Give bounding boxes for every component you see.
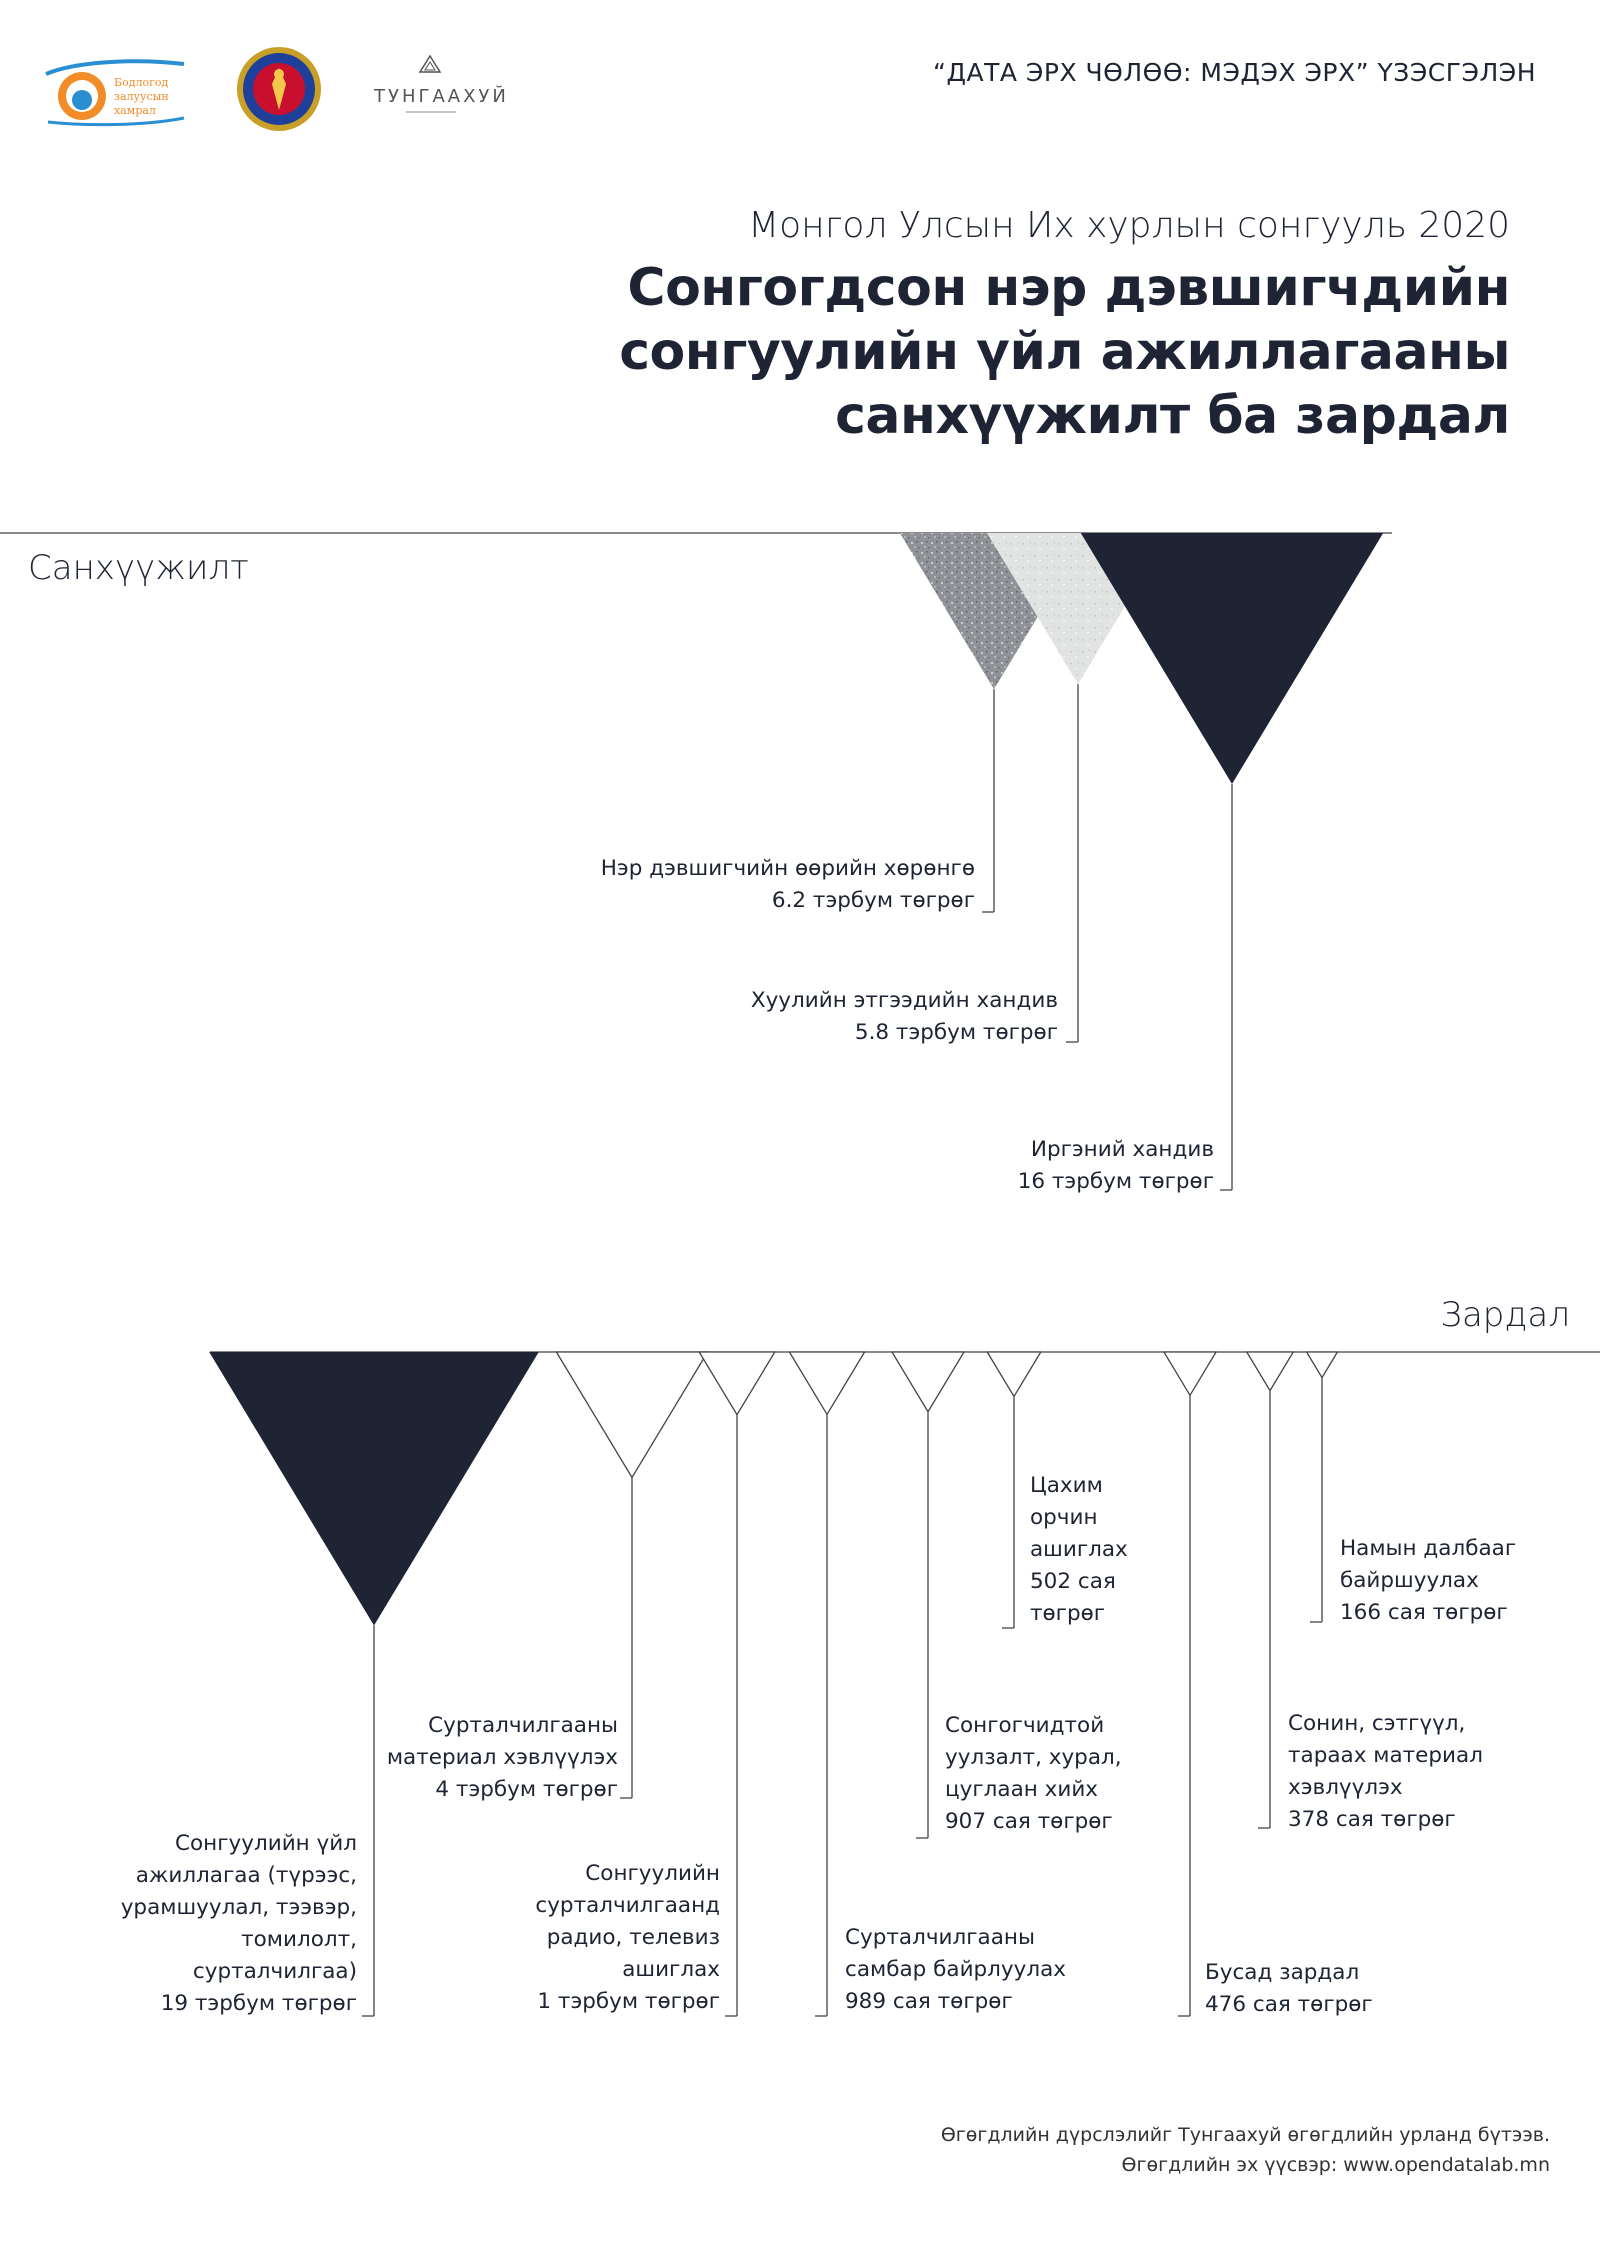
- expense-label-other: Бусад зардал 476 сая төгрөг: [1205, 1957, 1373, 2021]
- funding-label-citizen-name: Иргэний хандив: [1030, 1137, 1214, 1162]
- expense-triangle-1: [555, 1351, 709, 1479]
- footer-credits: Өгөгдлийн дүрслэлийг Тунгаахуй өгөгдлийн…: [941, 2120, 1550, 2180]
- funding-label-citizen: Иргэний хандив 16 тэрбум төгрөг: [1018, 1134, 1214, 1198]
- footer-line-1: Өгөгдлийн дүрслэлийг Тунгаахуй өгөгдлийн…: [940, 2124, 1550, 2146]
- chart-title: Сонгогдсон нэр дэвшигчдийн сонгуулийн үй…: [310, 256, 1510, 448]
- expense-label-billboards: Сурталчилгааны самбар байрлуулах 989 сая…: [845, 1922, 1066, 2018]
- expense-label-voter-meetings: Сонгогчидтой уулзалт, хурал, цуглаан хий…: [945, 1710, 1122, 1838]
- logo-text-2: залуусын: [114, 90, 169, 103]
- expense-label-newspapers: Сонин, сэтгүүл, тараах материал хэвлүүлэ…: [1288, 1708, 1483, 1836]
- tungaakhui-logo-text: ТУНГААХУЙ: [373, 85, 509, 107]
- chart-subtitle: Монгол Улсын Их хурлын сонгууль 2020: [748, 205, 1510, 246]
- bodlogod-zaluusyn-khamral-logo: Бодлогод залуусын хамрал: [45, 59, 185, 127]
- expense-triangle-4: [890, 1351, 966, 1414]
- expense-label-amount: 989 сая төгрөг: [845, 1989, 1013, 2014]
- expense-label-line: Сурталчилгааны: [845, 1925, 1035, 1950]
- expense-label-amount: 378 сая төгрөг: [1288, 1807, 1456, 1832]
- expense-label-amount: 476 сая төгрөг: [1205, 1992, 1373, 2017]
- expense-label-line: урамшуулал, тээвэр,: [120, 1895, 357, 1920]
- expense-label-line: байршуулах: [1340, 1568, 1479, 1593]
- expense-label-digital: Цахим орчин ашиглах 502 сая төгрөг: [1030, 1470, 1128, 1630]
- expense-label-line: орчин: [1030, 1505, 1098, 1530]
- expense-triangle-3: [788, 1351, 866, 1416]
- tungaakhui-logo: ТУНГААХУЙ: [373, 54, 509, 113]
- expense-label-line: Сонин, сэтгүүл,: [1288, 1711, 1466, 1736]
- expense-label-amount: 19 тэрбум төгрөг: [160, 1991, 357, 2016]
- footer-line-2: Өгөгдлийн эх үүсвэр: www.opendatalab.mn: [1121, 2154, 1550, 2176]
- expense-triangle-6: [1162, 1351, 1218, 1397]
- funding-label-legal-entity-amount: 5.8 тэрбум төгрөг: [854, 1020, 1058, 1045]
- funding-section-label: Санхүүжилт: [28, 548, 249, 588]
- expense-label-line: Намын далбааг: [1340, 1536, 1517, 1561]
- expense-triangle-2: [698, 1351, 776, 1417]
- expense-label-line: Цахим: [1030, 1473, 1103, 1498]
- expense-label-line: уулзалт, хурал,: [945, 1745, 1122, 1770]
- expense-triangle-5: [986, 1351, 1042, 1398]
- expense-label-line: ашиглах: [1030, 1537, 1128, 1562]
- exhibition-title: “ДАТА ЭРХ ЧӨЛӨӨ: МЭДЭХ ЭРХ” ҮЗЭСГЭЛЭН: [933, 58, 1536, 87]
- expense-label-line: тараах материал: [1288, 1743, 1483, 1768]
- funding-label-legal-entity-name: Хуулийн этгээдийн хандив: [750, 988, 1058, 1013]
- logo-text-1: Бодлогод: [114, 76, 168, 89]
- expense-label-line: Бусад зардал: [1205, 1960, 1360, 1985]
- expense-label-line: хэвлүүлэх: [1288, 1775, 1403, 1800]
- expense-triangle-7: [1245, 1351, 1295, 1392]
- chart-title-line-2: санхүүжилт ба зардал: [835, 386, 1510, 446]
- expense-label-line: Сонгуулийн үйл: [175, 1831, 357, 1856]
- expense-label-party-flags: Намын далбааг байршуулах 166 сая төгрөг: [1340, 1533, 1516, 1629]
- expense-label-line: 502 сая: [1030, 1569, 1116, 1594]
- expense-label-line: материал хэвлүүлэх: [386, 1745, 618, 1770]
- expense-triangle-0: [209, 1352, 539, 1626]
- expense-label-amount: 166 сая төгрөг: [1340, 1600, 1508, 1625]
- funding-label-own-assets: Нэр дэвшигчийн өөрийн хөрөнгө 6.2 тэрбум…: [601, 853, 975, 917]
- expense-label-line: сурталчилгаанд: [535, 1893, 720, 1918]
- expense-label-line: ашиглах: [622, 1957, 720, 1982]
- expense-label-line: Сонгогчидтой: [945, 1713, 1105, 1738]
- expense-label-line: радио, телевиз: [546, 1925, 720, 1950]
- expense-label-line: Сонгуулийн: [585, 1861, 720, 1886]
- expense-label-line: цуглаан хийх: [945, 1777, 1099, 1802]
- funding-label-citizen-amount: 16 тэрбум төгрөг: [1017, 1169, 1214, 1194]
- expense-label-campaign-operations: Сонгуулийн үйл ажиллагаа (түрээс, урамшу…: [121, 1828, 357, 2020]
- state-emblem-logo: [237, 47, 321, 131]
- expense-label-line: самбар байрлуулах: [845, 1957, 1067, 1982]
- expense-label-line: Сурталчилгааны: [428, 1713, 618, 1738]
- funding-label-own-assets-amount: 6.2 тэрбум төгрөг: [771, 888, 975, 913]
- expense-label-amount: 907 сая төгрөг: [945, 1809, 1113, 1834]
- funding-triangle-2: [1080, 533, 1384, 784]
- expense-label-amount: 1 тэрбум төгрөг: [537, 1989, 720, 2014]
- expense-label-line: сурталчилгаа): [192, 1959, 357, 1984]
- chart-title-line-1: Сонгогдсон нэр дэвшигчдийн сонгуулийн үй…: [619, 258, 1510, 382]
- expense-label-line: ажиллагаа (түрээс,: [135, 1863, 357, 1888]
- funding-label-own-assets-name: Нэр дэвшигчийн өөрийн хөрөнгө: [600, 856, 975, 881]
- expense-label-amount: 4 тэрбум төгрөг: [435, 1777, 618, 1802]
- expense-section-label: Зардал: [1440, 1295, 1570, 1335]
- logo-text-3: хамрал: [114, 104, 156, 117]
- expense-label-line: төгрөг: [1030, 1601, 1106, 1626]
- expense-triangle-8: [1305, 1351, 1339, 1379]
- expense-label-radio-tv: Сонгуулийн сурталчилгаанд радио, телевиз…: [535, 1858, 720, 2018]
- expense-label-line: томилолт,: [241, 1927, 357, 1952]
- expense-label-print-materials: Сурталчилгааны материал хэвлүүлэх 4 тэрб…: [387, 1710, 618, 1806]
- funding-label-legal-entity: Хуулийн этгээдийн хандив 5.8 тэрбум төгр…: [751, 985, 1058, 1049]
